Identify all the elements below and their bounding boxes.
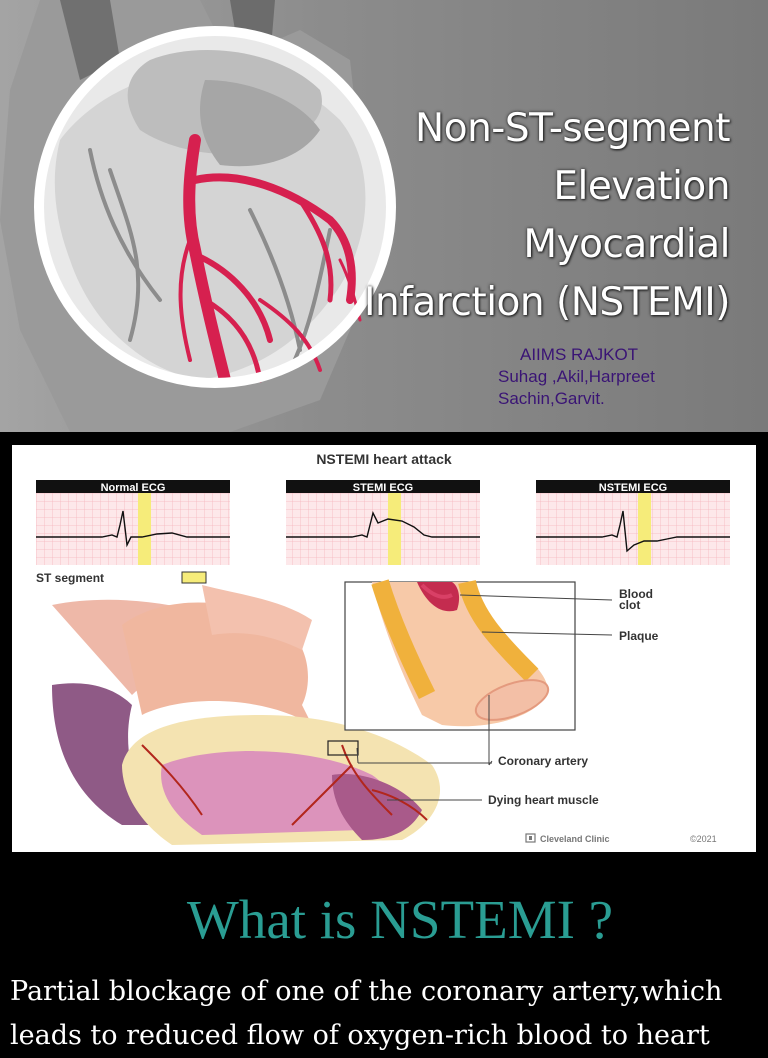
infographic-title: NSTEMI heart attack [316, 451, 452, 467]
legend-st-segment-swatch [181, 571, 207, 584]
institution-name: AIIMS RAJKOT [520, 345, 639, 364]
cleveland-clinic-logo [525, 833, 536, 843]
label-blood-clot-2: clot [619, 598, 640, 612]
infographic-canvas: NSTEMI heart attack Normal ECG STEMI ECG… [36, 451, 730, 845]
label-coronary-artery: Coronary artery [498, 754, 588, 768]
ecg-panel-normal: Normal ECG [36, 480, 230, 565]
title-line-2: Elevation [553, 164, 730, 209]
st-segment-highlight [638, 493, 651, 565]
title-slide: Non-ST-segment Elevation Myocardial Infa… [0, 0, 768, 432]
heart-diagram [52, 585, 441, 845]
title-line-3: Myocardial [523, 222, 730, 267]
ecg-panel-nstemi: NSTEMI ECG [536, 480, 730, 565]
credit-brand: Cleveland Clinic [540, 834, 610, 844]
ecg-trace-nstemi [536, 510, 730, 553]
ecg-panel-stemi: STEMI ECG [286, 480, 480, 565]
legend-st-segment-label: ST segment [36, 571, 104, 585]
section-heading: What is NSTEMI ? [186, 889, 614, 950]
callout-lines [356, 594, 613, 801]
author-names-line-2: Sachin,Garvit. [498, 389, 605, 408]
ecg-trace-normal [36, 510, 230, 548]
ecg-label-normal: Normal ECG [101, 482, 166, 494]
slide-title: Non-ST-segment Elevation Myocardial Infa… [350, 100, 731, 332]
label-dying-heart-muscle: Dying heart muscle [488, 793, 599, 807]
title-line-4: Infarction (NSTEMI) [363, 280, 731, 325]
nstemi-infographic: NSTEMI heart attack Normal ECG STEMI ECG… [12, 445, 756, 852]
ecg-trace-stemi [286, 510, 480, 538]
heart-illustration [0, 0, 396, 432]
author-names-line-1: Suhag ,Akil,Harpreet [498, 367, 655, 386]
title-line-1: Non-ST-segment [415, 106, 730, 151]
ecg-label-stemi: STEMI ECG [353, 482, 414, 494]
ecg-label-nstemi: NSTEMI ECG [599, 482, 667, 494]
credit-year: ©2021 [690, 834, 717, 844]
nstemi-definition: Partial blockage of one of the coronary … [10, 976, 723, 1051]
label-plaque: Plaque [619, 629, 659, 643]
st-segment-highlight [388, 493, 401, 565]
authors-block: AIIMS RAJKOT Suhag ,Akil,Harpreet Sachin… [498, 344, 655, 410]
st-segment-highlight [138, 493, 151, 565]
artery-inset [344, 579, 576, 731]
label-blood-clot: Blood [619, 587, 653, 601]
